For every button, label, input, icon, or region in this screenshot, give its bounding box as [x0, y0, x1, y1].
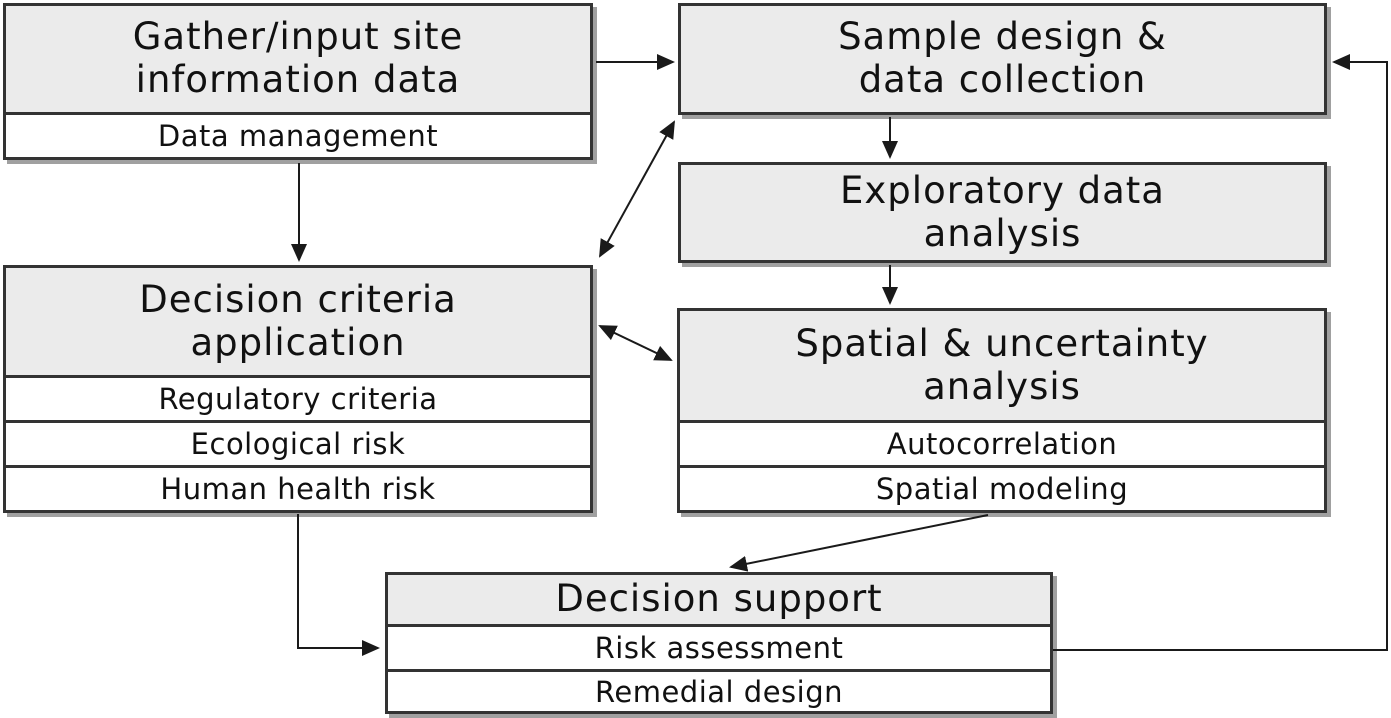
decision-support-title: Decision support: [388, 575, 1050, 624]
box-gather-input-site-information-data: Gather/input site information data Data …: [3, 3, 593, 160]
row-regulatory-criteria: Regulatory criteria: [6, 375, 590, 420]
box-sample-design-data-collection: Sample design & data collection: [678, 3, 1327, 115]
row-ecological-risk: Ecological risk: [6, 420, 590, 465]
row-risk-assessment: Risk assessment: [388, 624, 1050, 669]
sample-title: Sample design & data collection: [681, 6, 1324, 112]
exploratory-title: Exploratory data analysis: [681, 165, 1324, 260]
box-spatial-uncertainty-analysis: Spatial & uncertainty analysis Autocorre…: [677, 308, 1327, 513]
row-human-health-risk: Human health risk: [6, 465, 590, 510]
arrow-sample-decision-criteria-bidirectional: [599, 120, 675, 258]
decision-criteria-title: Decision criteria application: [6, 268, 590, 375]
spatial-title: Spatial & uncertainty analysis: [680, 311, 1324, 420]
row-autocorrelation: Autocorrelation: [680, 420, 1324, 465]
row-remedial-design: Remedial design: [388, 669, 1050, 711]
arrow-decision-criteria-to-decision-support: [297, 514, 380, 656]
row-spatial-modeling: Spatial modeling: [680, 465, 1324, 510]
box-exploratory-data-analysis: Exploratory data analysis: [678, 162, 1327, 263]
arrow-decision-criteria-spatial-bidirectional: [598, 325, 673, 361]
gather-title: Gather/input site information data: [6, 6, 590, 112]
box-decision-criteria-application: Decision criteria application Regulatory…: [3, 265, 593, 513]
box-decision-support: Decision support Risk assessment Remedia…: [385, 572, 1053, 714]
arrow-spatial-to-decision-support: [729, 514, 989, 572]
row-data-management: Data management: [6, 112, 590, 157]
